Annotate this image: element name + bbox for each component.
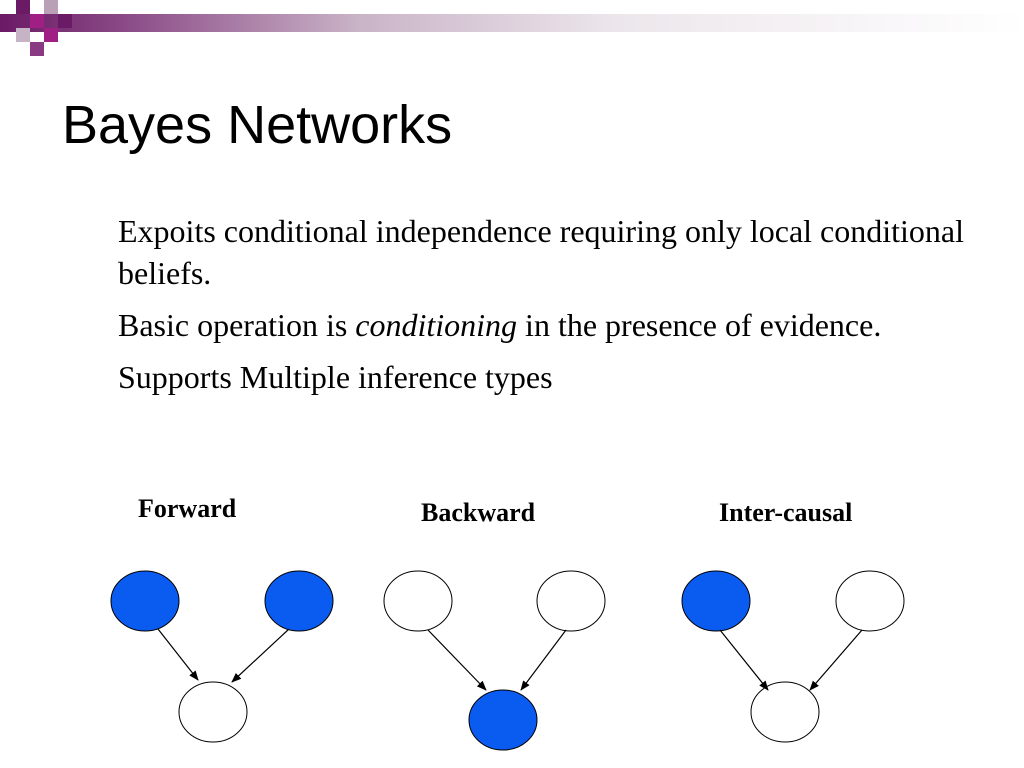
backward-network: [383, 570, 606, 751]
backward-child-node: [468, 689, 538, 751]
slide-title: Bayes Networks: [62, 95, 453, 155]
decor-square: [58, 14, 72, 28]
forward-left-parent-node: [110, 570, 180, 632]
forward-edge-right: [231, 628, 290, 683]
decor-square: [30, 14, 44, 28]
bullet-2-emphasis: conditioning: [355, 307, 518, 343]
backward-edge-right: [520, 629, 567, 691]
backward-edge-left: [427, 629, 487, 691]
intercausal-network: [681, 570, 905, 743]
header-gradient-band: [0, 14, 1024, 32]
body-text: Expoits conditional independence requiri…: [118, 210, 968, 408]
intercausal-edge-left: [719, 629, 769, 691]
decor-square: [16, 28, 30, 42]
bullet-1: Expoits conditional independence requiri…: [118, 213, 964, 291]
bullet-3: Supports Multiple inference types: [118, 359, 553, 395]
bullet-2-text: Basic operation is: [118, 307, 356, 343]
decor-square: [16, 0, 30, 14]
intercausal-label: Inter-causal: [719, 498, 853, 527]
decor-square: [44, 28, 58, 42]
backward-label: Backward: [421, 498, 536, 527]
intercausal-edge-right: [809, 629, 863, 691]
backward-left-parent-node: [383, 570, 453, 632]
bullet-2-text-end: in the presence of evidence.: [517, 307, 882, 343]
backward-right-parent-node: [536, 570, 606, 632]
forward-right-parent-node: [264, 570, 334, 632]
intercausal-right-parent-node: [835, 570, 905, 632]
forward-network: [110, 570, 334, 743]
intercausal-left-parent-node: [681, 570, 751, 632]
forward-label: Forward: [138, 494, 237, 523]
forward-edge-left: [157, 628, 199, 681]
decor-square: [30, 42, 44, 56]
intercausal-child-node: [750, 681, 820, 743]
forward-child-node: [178, 681, 248, 743]
decor-square: [44, 0, 58, 14]
bullet-2: Basic operation is conditioning in the p…: [118, 304, 968, 346]
